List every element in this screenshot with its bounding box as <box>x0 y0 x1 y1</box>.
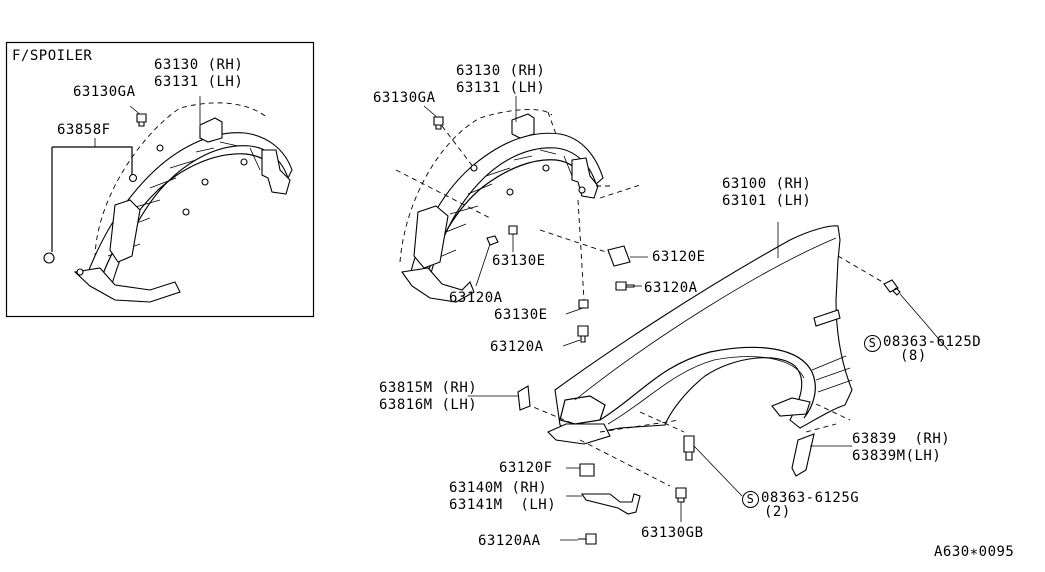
label-stay-rh: 63140M (RH) <box>449 480 548 496</box>
label-seal-lh: 63816M (LH) <box>379 397 478 413</box>
stay-63140m <box>580 493 641 515</box>
fender-side-marker <box>813 309 841 327</box>
label-nut-120e: 63120E <box>652 249 706 265</box>
inset-outline-dashed <box>94 102 269 259</box>
inset-label-part-rh: 63130 (RH) <box>154 57 244 73</box>
bolt-6125d <box>883 279 901 296</box>
diagram-code: A630∗0095 <box>934 544 1015 560</box>
inset-label-part-lh: 63131 (LH) <box>154 74 244 90</box>
bolt-d-symbol: S <box>864 335 881 352</box>
fender-front-edge <box>559 395 606 425</box>
screw-120a-lower <box>577 325 589 343</box>
inset-clip-2 <box>43 252 55 264</box>
label-clip-130e-right: 63130E <box>492 253 546 269</box>
label-bolt-6125g-qty: (2) <box>764 504 791 520</box>
clip-130ga-main <box>433 116 444 130</box>
label-nut-120f: 63120F <box>499 460 553 476</box>
fender-body-line <box>574 237 837 401</box>
bolt-6125g <box>683 435 695 461</box>
fender-front-bracket <box>547 423 611 445</box>
fender-rear-bracket <box>771 397 811 417</box>
nut-120e <box>607 245 631 267</box>
fender-arch <box>599 346 816 421</box>
inset-title: F/SPOILER <box>12 48 93 64</box>
inset-label-retainer: 63858F <box>57 122 111 138</box>
inset-clip-ga <box>136 113 147 127</box>
label-screw-120a-lower: 63120A <box>490 339 544 355</box>
liner-left-panel <box>413 205 449 269</box>
clip-130e-lower <box>578 299 589 309</box>
label-clip-130gb: 63130GB <box>641 525 704 541</box>
label-clip-130e-lower: 63130E <box>494 307 548 323</box>
label-screw-120a-liner: 63120A <box>449 290 503 306</box>
inset-clip-3 <box>76 268 84 276</box>
bolt-d-number: 08363-6125D <box>883 334 982 350</box>
clip-130gb <box>675 487 687 503</box>
inset-bracket-right <box>261 149 291 195</box>
fender-panel <box>554 225 853 437</box>
inset-clip-1 <box>128 173 138 183</box>
bolt-g-symbol: S <box>742 491 759 508</box>
inset-bracket-upper <box>199 117 223 143</box>
inset-label-clip: 63130GA <box>73 84 136 100</box>
label-liner-lh: 63131 (LH) <box>456 80 546 96</box>
label-bracket-lh: 63839M(LH) <box>852 448 942 464</box>
label-fender-lh: 63101 (LH) <box>722 193 812 209</box>
inset-spoiler-lower <box>73 267 181 303</box>
screw-120a-right <box>615 281 635 291</box>
label-stay-lh: 63141M (LH) <box>449 497 557 513</box>
liner-bracket-upper <box>511 113 535 139</box>
screw-120aa <box>578 533 597 545</box>
bolt-g-number: 08363-6125G <box>761 490 860 506</box>
clip-130e-liner <box>508 225 518 235</box>
bracket-63839 <box>791 433 815 477</box>
liner-outline-dashed <box>399 109 553 263</box>
liner-lower-panel <box>401 267 475 303</box>
label-seal-rh: 63815M (RH) <box>379 380 478 396</box>
label-screw-120a-right: 63120A <box>644 280 698 296</box>
screw-120a-liner <box>486 235 499 246</box>
inset-frame <box>5 41 315 318</box>
label-screw-120aa: 63120AA <box>478 533 541 549</box>
label-liner-rh: 63130 (RH) <box>456 63 546 79</box>
label-clip-ga: 63130GA <box>373 90 436 106</box>
nut-120f <box>579 463 595 477</box>
seal-63815m <box>517 385 531 411</box>
label-bolt-6125d-qty: (8) <box>900 348 927 364</box>
label-fender-rh: 63100 (RH) <box>722 176 812 192</box>
fender-arch-inner <box>607 356 805 425</box>
liner-bracket-right <box>571 157 599 199</box>
label-bracket-rh: 63839 (RH) <box>852 431 951 447</box>
fender-character-lines <box>811 355 853 393</box>
inset-left-panel <box>109 199 141 263</box>
